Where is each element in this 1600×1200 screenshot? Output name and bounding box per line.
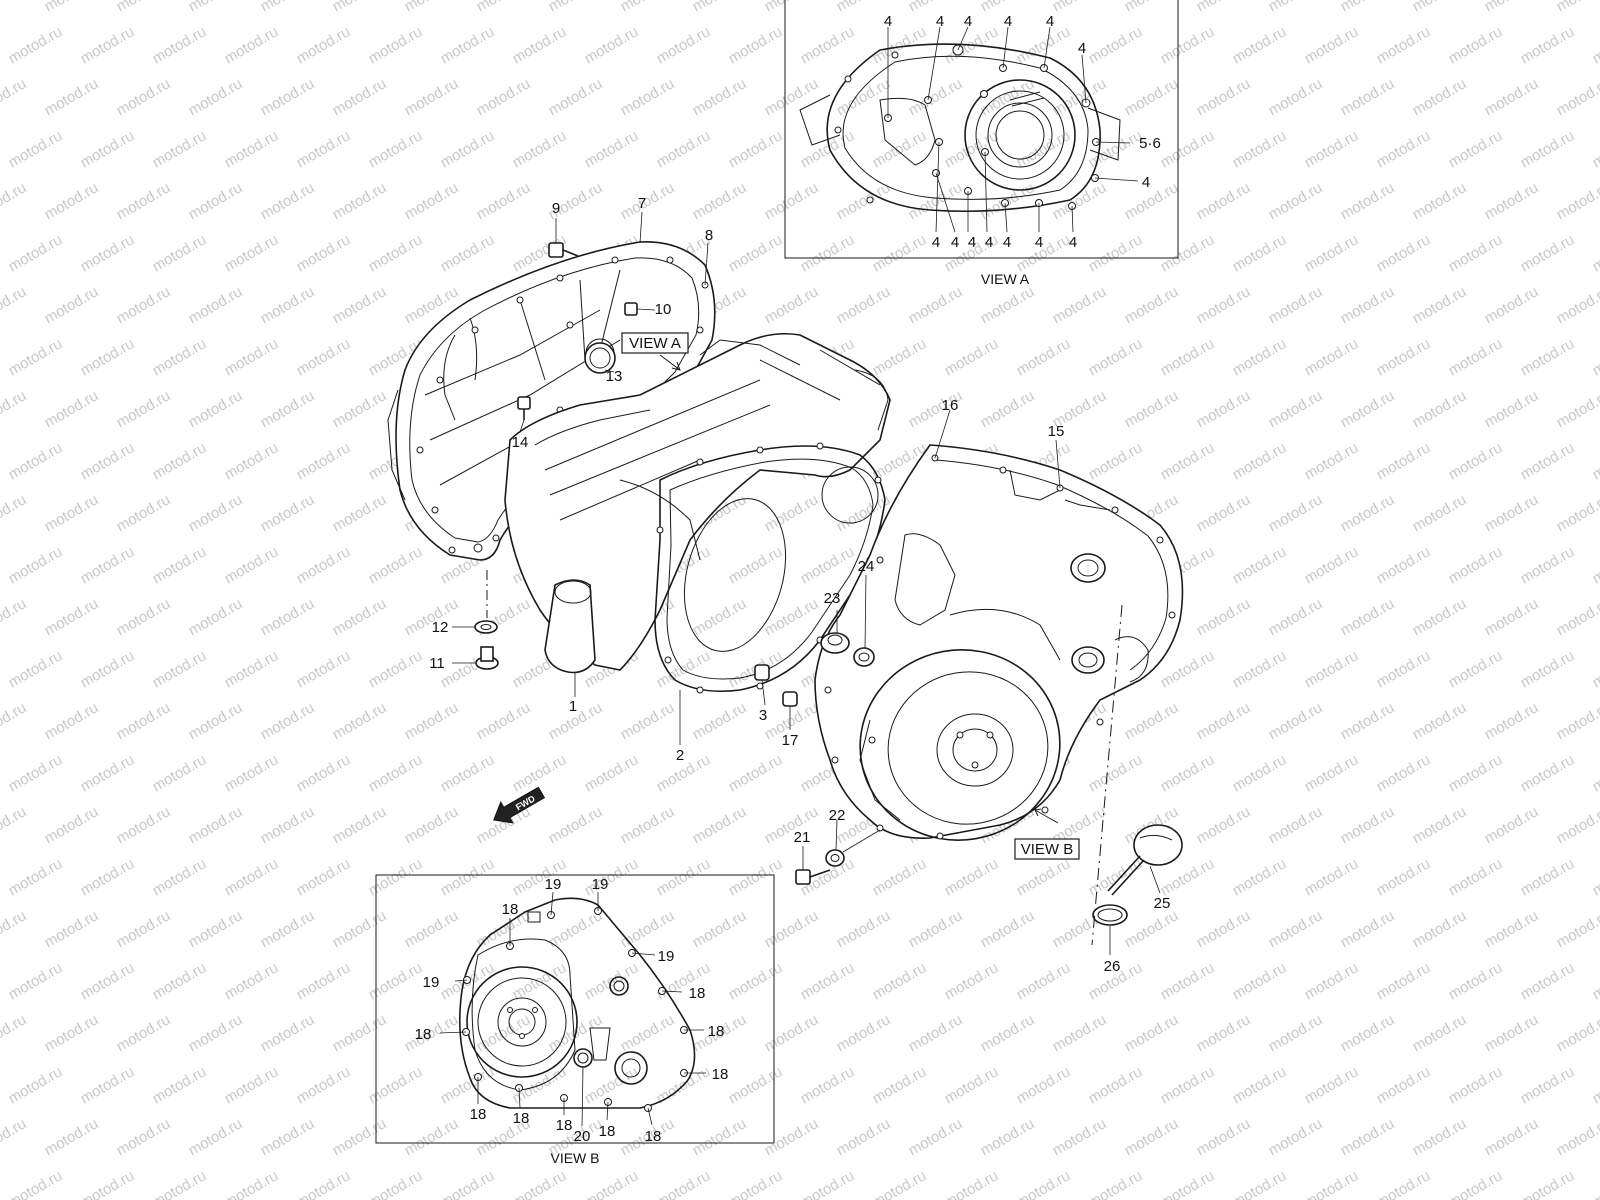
view-b-frame: [375, 874, 775, 1144]
callout-10: 10: [655, 301, 672, 318]
callout-18: 18: [513, 1110, 530, 1127]
callout-21: 21: [794, 829, 811, 846]
center-line-gauge: [1091, 604, 1123, 946]
dowel-pin-part-10: [624, 302, 638, 316]
callout-26: 26: [1104, 958, 1121, 975]
callout-23: 23: [824, 590, 841, 607]
callout-1: 1: [569, 698, 577, 715]
callout-4: 4: [1003, 234, 1011, 251]
callout-4: 4: [1078, 40, 1086, 57]
callout-4: 4: [951, 234, 959, 251]
callout-18: 18: [556, 1117, 573, 1134]
view-a-reference-tag: VIEW A: [621, 332, 689, 371]
callout-18: 18: [645, 1128, 662, 1145]
callout-15: 15: [1048, 423, 1065, 440]
callout-18: 18: [502, 901, 519, 918]
generator-cover-part-16: [814, 444, 1184, 841]
callout-19: 19: [592, 876, 609, 893]
callout-4: 4: [936, 13, 944, 30]
callout-18: 18: [689, 985, 706, 1002]
callout-19: 19: [423, 974, 440, 991]
callout-4: 4: [1046, 13, 1054, 30]
forward-direction-arrow: FWD: [493, 786, 546, 824]
bolt-part-14: [517, 396, 531, 420]
view-a-bolt-heads: [834, 44, 1100, 210]
callout-11: 11: [429, 655, 445, 672]
callout-4: 4: [964, 13, 972, 30]
callout-12: 12: [432, 619, 449, 636]
bolt-part-9: [548, 242, 579, 258]
oil-seal-part-13: [584, 342, 616, 374]
callout-17: 17: [782, 732, 799, 749]
view-b-inset: 19 19 18 19 19 18 18 18 18 18 18 18 18 1…: [375, 874, 775, 1166]
main-callouts: 1 2 3 7 8 9 10 11 12 13 14 15 16 17 21 2…: [429, 195, 1170, 975]
callout-16: 16: [942, 397, 959, 414]
callout-4: 4: [968, 234, 976, 251]
callout-18: 18: [599, 1123, 616, 1140]
callout-14: 14: [512, 434, 529, 451]
view-a-tag-label: VIEW A: [629, 335, 681, 352]
view-a-cover: [799, 43, 1121, 213]
view-b-callouts: 19 19 18 19 19 18 18 18 18 18 18 18 18 1…: [415, 876, 729, 1145]
callout-5-6: 5·6: [1139, 135, 1161, 152]
callout-19: 19: [545, 876, 562, 893]
callout-22: 22: [829, 807, 846, 824]
callout-18: 18: [712, 1066, 729, 1083]
callout-18: 18: [415, 1026, 432, 1043]
callout-4: 4: [1004, 13, 1012, 30]
o-ring-part-26: [1092, 904, 1128, 926]
view-b-cover: [458, 897, 696, 1112]
callout-3: 3: [759, 707, 767, 724]
bolt-part-21: [795, 869, 831, 885]
callout-8: 8: [705, 227, 713, 244]
callout-2: 2: [676, 747, 684, 764]
view-b-reference-tag: VIEW B: [1014, 808, 1080, 860]
o-ring-part-24: [853, 647, 875, 667]
view-b-tag-label: VIEW B: [1021, 841, 1074, 858]
view-a-inset: 4 4 4 4 4 4 4 4 4 4 4 4 4 4 4 4 4 5·6 VI…: [784, 0, 1179, 287]
callout-7: 7: [638, 195, 646, 212]
clutch-cover-part-7: [387, 241, 716, 561]
callout-18: 18: [470, 1106, 487, 1123]
main-leader-lines: [452, 211, 1161, 955]
drain-bolt-part-11: [475, 570, 499, 670]
callout-18: 18: [708, 1023, 725, 1040]
washer-part-12: [474, 620, 498, 634]
dowel-pin-part-3: [754, 664, 770, 681]
callout-4: 4: [1069, 234, 1077, 251]
oil-level-gauge-part-25: [1107, 824, 1183, 896]
cap-part-23: [820, 632, 850, 654]
callout-4: 4: [884, 13, 892, 30]
callout-4: 4: [1035, 234, 1043, 251]
callout-19: 19: [658, 948, 675, 965]
dowel-pin-part-17: [782, 691, 798, 707]
view-a-caption: VIEW A: [981, 271, 1030, 287]
callout-4: 4: [932, 234, 940, 251]
view-a-leader-lines: [887, 26, 1139, 233]
callout-4: 4: [985, 234, 993, 251]
view-b-caption: VIEW B: [550, 1150, 599, 1166]
callout-25: 25: [1154, 895, 1171, 912]
callout-13: 13: [606, 368, 623, 385]
callout-9: 9: [552, 200, 560, 217]
view-b-leader-lines: [439, 891, 706, 1127]
washer-part-22: [825, 829, 881, 867]
callout-4: 4: [1142, 174, 1150, 191]
view-a-callouts: 4 4 4 4 4 4 4 4 4 4 4 4 4 4 4 4 4 5·6: [884, 13, 1161, 251]
callout-24: 24: [858, 558, 875, 575]
callout-20: 20: [574, 1128, 591, 1145]
crankcase-part-1: [504, 332, 891, 674]
view-a-frame: [784, 0, 1179, 259]
